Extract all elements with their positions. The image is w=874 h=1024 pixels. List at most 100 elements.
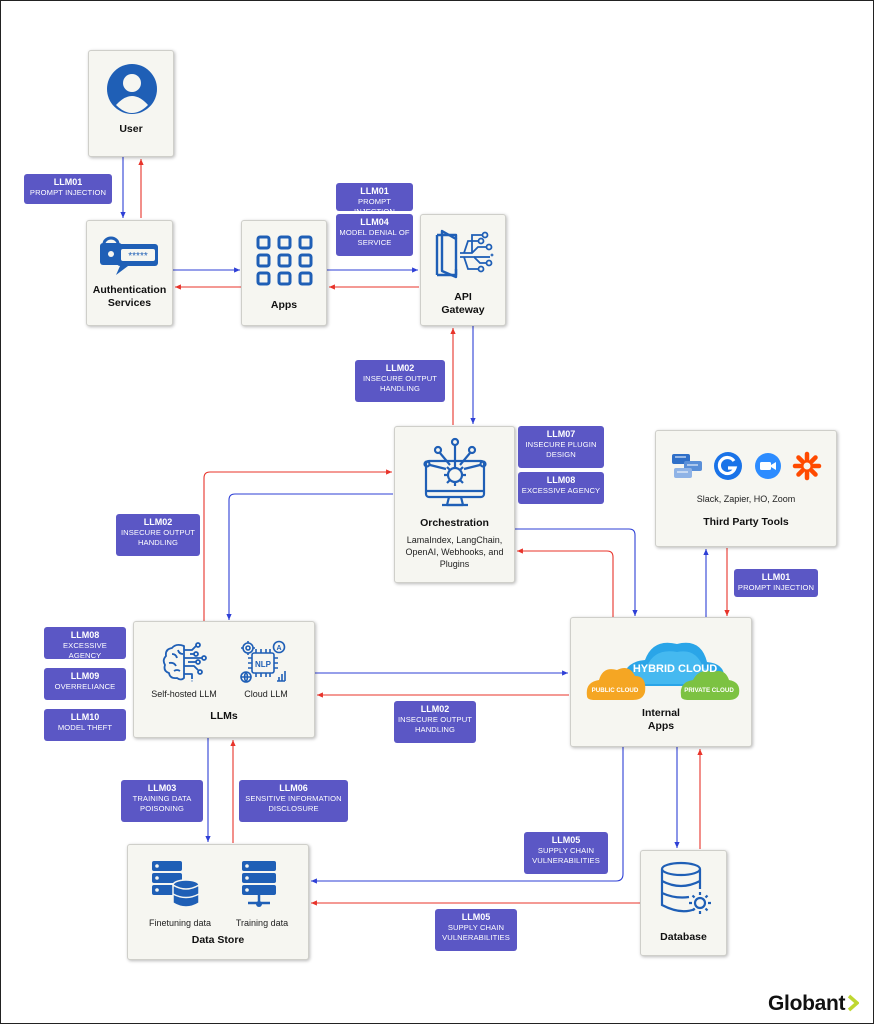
- tag-desc: PROMPT INJECTION: [29, 188, 107, 197]
- monitor-gear-icon: [423, 437, 487, 507]
- svg-text:A: A: [276, 645, 281, 652]
- risk-tag-datastore-llms-llm06: LLM06 SENSITIVE INFORMATION DISCLOSURE: [239, 780, 348, 822]
- internal-apps-node[interactable]: HYBRID CLOUD PUBLIC CLOUD PRIVATE CLOUD …: [570, 617, 752, 747]
- llms-right-label: Cloud LLM: [244, 689, 288, 699]
- risk-tag-database-datastore-llm05: LLM05 SUPPLY CHAIN VULNERABILITIES: [435, 909, 517, 951]
- tag-desc: MODEL DENIAL OF: [339, 228, 410, 237]
- gateway-node[interactable]: API Gateway: [420, 214, 506, 326]
- tag-desc: SENSITIVE INFORMATION: [245, 794, 342, 803]
- auth-title-line1: Authentication: [92, 284, 167, 296]
- risk-tag-llms-datastore-llm03: LLM03 TRAINING DATA POISONING: [121, 780, 203, 822]
- globant-logo-text: Globant: [768, 992, 846, 1015]
- user-icon: [107, 64, 157, 114]
- tag-code: LLM04: [360, 217, 389, 227]
- nlp-chip-icon: NLP A: [240, 640, 286, 683]
- apps-title: Apps: [270, 299, 298, 311]
- globant-logo: Globant: [768, 992, 860, 1016]
- tag-desc: VULNERABILITIES: [532, 856, 600, 865]
- llms-title: LLMs: [210, 710, 238, 722]
- tag-code: LLM05: [551, 835, 581, 845]
- auth-title-line2: Services: [107, 297, 152, 309]
- tag-desc: INSECURE OUTPUT: [397, 715, 473, 724]
- tag-desc: EXCESSIVE AGENCY: [63, 641, 107, 660]
- orchestration-sub-line3: Plugins: [439, 559, 470, 569]
- private-cloud-label: PRIVATE CLOUD: [684, 687, 734, 694]
- tag-desc: VULNERABILITIES: [442, 933, 510, 942]
- orchestration-sub-line1: LamaIndex, LangChain,: [406, 535, 503, 545]
- tag-code: LLM08: [546, 475, 576, 485]
- hybrid-cloud-label: HYBRID CLOUD: [633, 663, 717, 675]
- tag-code: LLM10: [70, 712, 100, 722]
- tag-desc: TRAINING DATA: [132, 794, 192, 803]
- risk-tag-llms-llm08: LLM08 EXCESSIVE AGENCY: [44, 627, 126, 660]
- circuit-door-icon: [435, 229, 494, 279]
- password-chat-icon: *****: [100, 236, 158, 275]
- tag-code: LLM02: [385, 363, 415, 373]
- orchestration-node[interactable]: Orchestration LamaIndex, LangChain, Open…: [394, 426, 515, 583]
- tag-desc: OVERRELIANCE: [54, 682, 116, 691]
- tag-desc: EXCESSIVE AGENCY: [521, 486, 601, 495]
- orchestration-sub-line2: OpenAI, Webhooks, and: [405, 547, 504, 557]
- tag-code: LLM02: [143, 517, 173, 527]
- tag-desc: SERVICE: [357, 238, 392, 247]
- tag-code: LLM01: [360, 186, 389, 196]
- tag-desc: DESIGN: [546, 450, 576, 459]
- tag-code: LLM05: [461, 912, 491, 922]
- risk-tag-gateway-llm04: LLM04 MODEL DENIAL OF SERVICE: [336, 214, 413, 256]
- chevron-right-icon: [848, 994, 860, 1012]
- tag-desc: MODEL THEFT: [57, 723, 113, 732]
- data-store-title: Data Store: [191, 934, 245, 946]
- tag-code: LLM02: [420, 704, 450, 714]
- tag-code: LLM01: [761, 572, 791, 582]
- gateway-title-line2: Gateway: [441, 304, 485, 316]
- data-store-node[interactable]: Finetuning data Training data Data Store: [127, 844, 309, 960]
- risk-tag-user-auth-llm01: LLM01 PROMPT INJECTION: [24, 174, 112, 204]
- tag-desc: PROMPT INJECTION: [354, 197, 395, 216]
- risk-tag-gateway-llm01: LLM01 PROMPT INJECTION: [336, 183, 413, 216]
- svg-text:*****: *****: [128, 251, 148, 262]
- risk-tag-orch-llms-llm02: LLM02 INSECURE OUTPUT HANDLING: [116, 514, 200, 556]
- tag-code: LLM08: [70, 630, 100, 640]
- tag-desc: HANDLING: [137, 538, 179, 547]
- third-party-title: Third Party Tools: [703, 516, 789, 528]
- server-database-icon: [152, 861, 200, 908]
- tag-desc: INSECURE OUTPUT: [362, 374, 438, 383]
- tag-code: LLM07: [546, 429, 576, 439]
- g-logo-icon: [714, 452, 742, 480]
- arrow-internal-to-orch: [517, 548, 614, 617]
- user-node[interactable]: User: [88, 50, 174, 157]
- tag-desc: HANDLING: [379, 384, 421, 393]
- database-node[interactable]: Database: [640, 850, 727, 956]
- tag-code: LLM01: [53, 177, 83, 187]
- brain-circuit-icon: [162, 642, 207, 682]
- data-store-left-label: Finetuning data: [148, 918, 212, 928]
- apps-node[interactable]: Apps: [241, 220, 327, 326]
- third-party-node[interactable]: Slack, Zapier, HO, Zoom Third Party Tool…: [655, 430, 837, 547]
- risk-tag-llms-llm10: LLM10 MODEL THEFT: [44, 709, 126, 741]
- database-gear-icon: [660, 861, 711, 914]
- orchestration-title: Orchestration: [420, 517, 489, 529]
- risk-tag-orch-llm08: LLM08 EXCESSIVE AGENCY: [518, 472, 604, 504]
- database-title: Database: [660, 931, 707, 943]
- risk-tag-gateway-orch-llm02: LLM02 INSECURE OUTPUT HANDLING: [355, 360, 445, 402]
- arrow-internal-to-datastore: [311, 747, 624, 884]
- tag-code: LLM03: [147, 783, 177, 793]
- risk-tag-llms-llm09: LLM09 OVERRELIANCE: [44, 668, 126, 700]
- arrow-orch-to-llms: [226, 493, 393, 620]
- tag-code: LLM06: [279, 783, 308, 793]
- tag-desc: POISONING: [140, 804, 184, 813]
- arrow-orch-to-internal: [515, 528, 638, 616]
- gateway-title-line1: API: [454, 291, 472, 303]
- third-party-sub: Slack, Zapier, HO, Zoom: [696, 494, 796, 504]
- public-cloud-label: PUBLIC CLOUD: [592, 687, 639, 694]
- llms-node[interactable]: NLP A Self-hosted LLM Cloud LLM LLMs: [133, 621, 315, 738]
- tag-desc: INSECURE OUTPUT: [120, 528, 196, 537]
- risk-tag-internal-llms-llm02: LLM02 INSECURE OUTPUT HANDLING: [394, 701, 476, 743]
- tag-desc: HANDLING: [414, 725, 456, 734]
- auth-node[interactable]: ***** Authentication Services: [86, 220, 173, 326]
- chat-bubbles-icon: [672, 454, 702, 478]
- tag-desc: INSECURE PLUGIN: [525, 440, 597, 449]
- hybrid-cloud-icon: HYBRID CLOUD PUBLIC CLOUD PRIVATE CLOUD: [586, 642, 740, 700]
- risk-tag-orch-llm07: LLM07 INSECURE PLUGIN DESIGN: [518, 426, 604, 468]
